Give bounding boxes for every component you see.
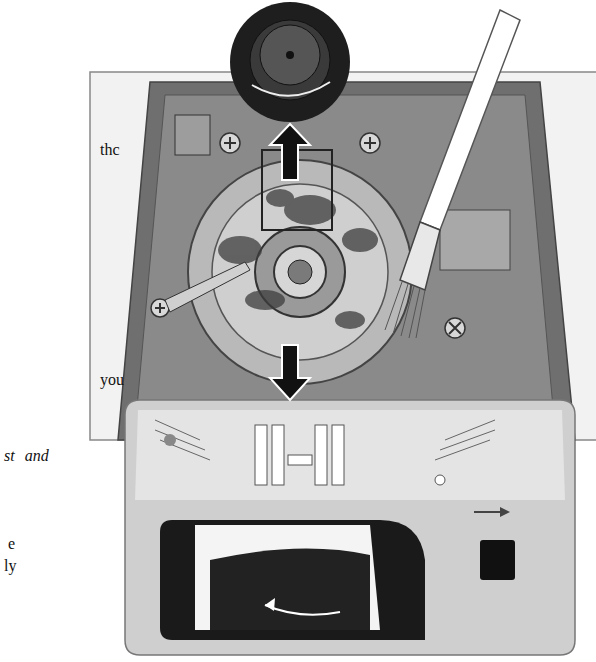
hole [164,434,176,446]
brush-handle [420,10,520,230]
needle-plate [125,400,575,655]
hole [435,475,445,485]
lever [165,262,250,312]
text-fragment: st and [4,446,49,465]
text-fragment: e [8,534,15,553]
bobbin-case [250,20,330,100]
feed-slots [255,425,344,485]
bobbin-window [195,525,380,630]
machine-bed [118,82,575,440]
arrow-up [270,124,310,180]
text-fragment: you [100,370,124,389]
bobbin-case [260,25,320,85]
bed-inner [135,95,555,430]
hook-center [274,246,326,298]
plate-face [135,410,565,500]
panel [90,72,596,440]
brush-bristles [385,282,425,338]
direction-arrow [265,605,340,615]
bobbin-window-dark [210,549,370,630]
direction-arrowhead [265,598,275,611]
release-arrow [474,511,500,513]
release-arrowhead [500,507,510,517]
release-button [480,540,515,580]
hook-center [288,260,312,284]
text-fragment: thc [100,140,120,159]
bobbin-spring [252,82,330,96]
bobbin-opening [160,520,425,640]
block [175,115,210,155]
hook-race [188,160,412,384]
brush-ferrule [400,222,440,290]
lint [218,189,378,329]
bobbin-case [230,2,350,122]
text-fragment: ly [4,556,16,575]
block [440,210,510,270]
bobbin-case [286,51,294,59]
arrow-down [270,345,310,400]
